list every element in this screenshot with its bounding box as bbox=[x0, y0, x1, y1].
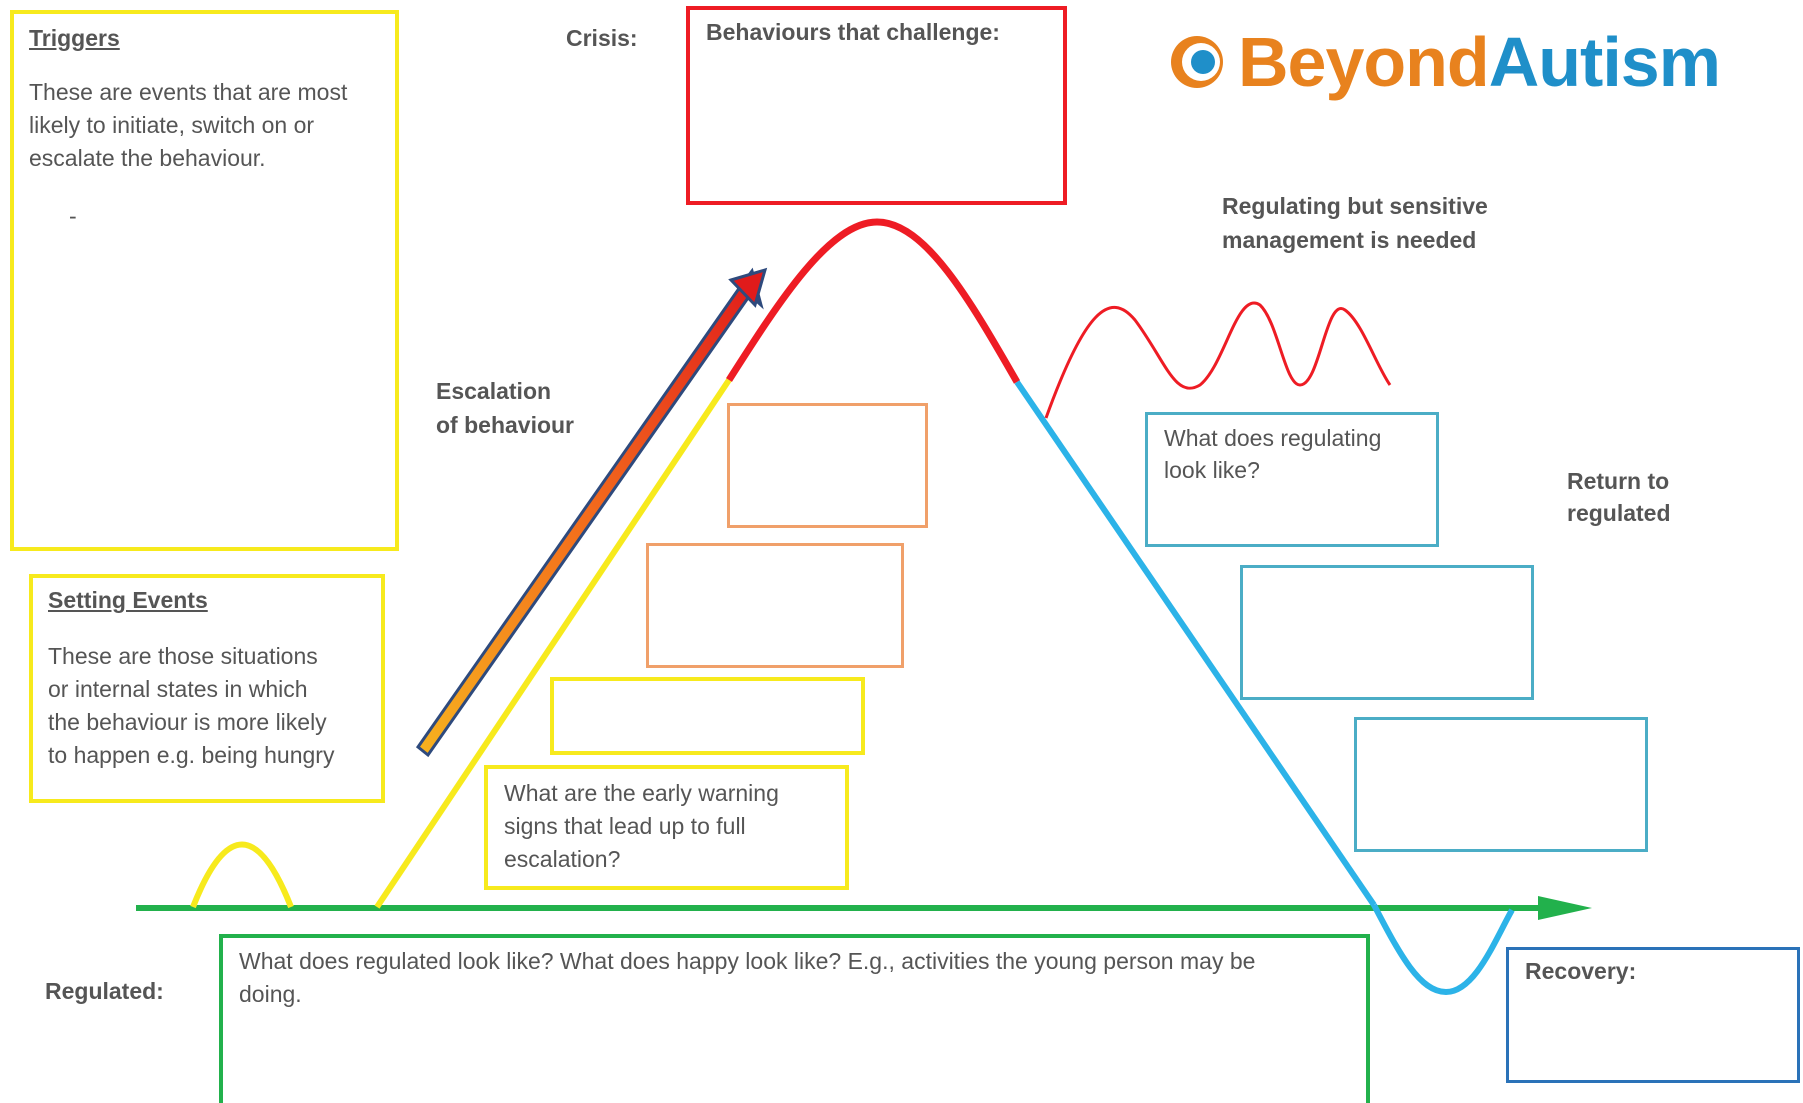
recovery-box bbox=[1506, 947, 1800, 1083]
crisis-box-text: Behaviours that challenge: bbox=[706, 19, 1000, 45]
early-warning-line2: signs that lead up to full bbox=[504, 813, 746, 839]
regulated-box-line2: doing. bbox=[239, 981, 302, 1007]
setting-event-bump bbox=[190, 841, 294, 909]
warning-box-orange-lower bbox=[646, 543, 904, 668]
triggers-box bbox=[10, 10, 399, 551]
setting-events-line1: These are those situations bbox=[48, 643, 318, 669]
regulating-sensitive-line2: management is needed bbox=[1222, 227, 1477, 253]
logo-word-beyond: Beyond bbox=[1238, 23, 1490, 101]
descent-line bbox=[1014, 380, 1377, 907]
warning-box-orange-upper bbox=[727, 403, 928, 528]
triggers-heading: Triggers bbox=[29, 25, 120, 51]
regulating-box-lower bbox=[1354, 717, 1648, 852]
warning-box-yellow bbox=[550, 677, 865, 755]
triggers-text-line3: escalate the behaviour. bbox=[29, 145, 266, 171]
regulating-box-line2: look like? bbox=[1164, 457, 1260, 483]
regulated-box bbox=[219, 934, 1370, 1103]
setting-events-heading: Setting Events bbox=[48, 587, 208, 613]
baseline-arrowhead bbox=[1538, 896, 1592, 920]
regulating-box-middle bbox=[1240, 565, 1534, 700]
regulated-label: Regulated: bbox=[45, 978, 164, 1004]
logo-word-autism: Autism bbox=[1488, 23, 1721, 101]
escalation-label-line1: Escalation bbox=[436, 378, 552, 404]
escalation-label-line2: of behaviour bbox=[436, 412, 575, 438]
crisis-label: Crisis: bbox=[566, 25, 638, 51]
setting-events-box bbox=[29, 574, 385, 803]
triggers-text-line1: These are events that are most bbox=[29, 79, 348, 105]
escalation-line bbox=[374, 378, 732, 909]
beyond-autism-logo-icon bbox=[1171, 36, 1223, 88]
recovery-dip bbox=[1371, 903, 1515, 996]
triggers-text-line2: likely to initiate, switch on or bbox=[29, 112, 315, 138]
triggers-bullet: - bbox=[69, 203, 77, 229]
return-regulated-line1: Return to bbox=[1567, 468, 1670, 494]
crisis-curve bbox=[726, 218, 1021, 384]
beyond-autism-logo: Beyond Autism bbox=[1168, 22, 1721, 102]
early-warning-line3: escalation? bbox=[504, 846, 621, 872]
regulating-wave bbox=[1044, 301, 1392, 419]
regulating-sensitive-line1: Regulating but sensitive bbox=[1222, 193, 1488, 219]
escalation-arrowhead bbox=[728, 267, 768, 308]
crisis-box bbox=[686, 6, 1067, 205]
setting-events-line4: to happen e.g. being hungry bbox=[48, 742, 335, 768]
regulated-box-line1: What does regulated look like? What does… bbox=[239, 948, 1256, 974]
return-regulated-line2: regulated bbox=[1567, 500, 1671, 526]
early-warning-line1: What are the early warning bbox=[504, 780, 779, 806]
regulating-box bbox=[1145, 412, 1439, 547]
setting-events-line3: the behaviour is more likely bbox=[48, 709, 327, 735]
regulating-box-line1: What does regulating bbox=[1164, 425, 1382, 451]
setting-events-line2: or internal states in which bbox=[48, 676, 308, 702]
recovery-label: Recovery: bbox=[1525, 958, 1637, 984]
early-warning-box bbox=[484, 765, 849, 890]
